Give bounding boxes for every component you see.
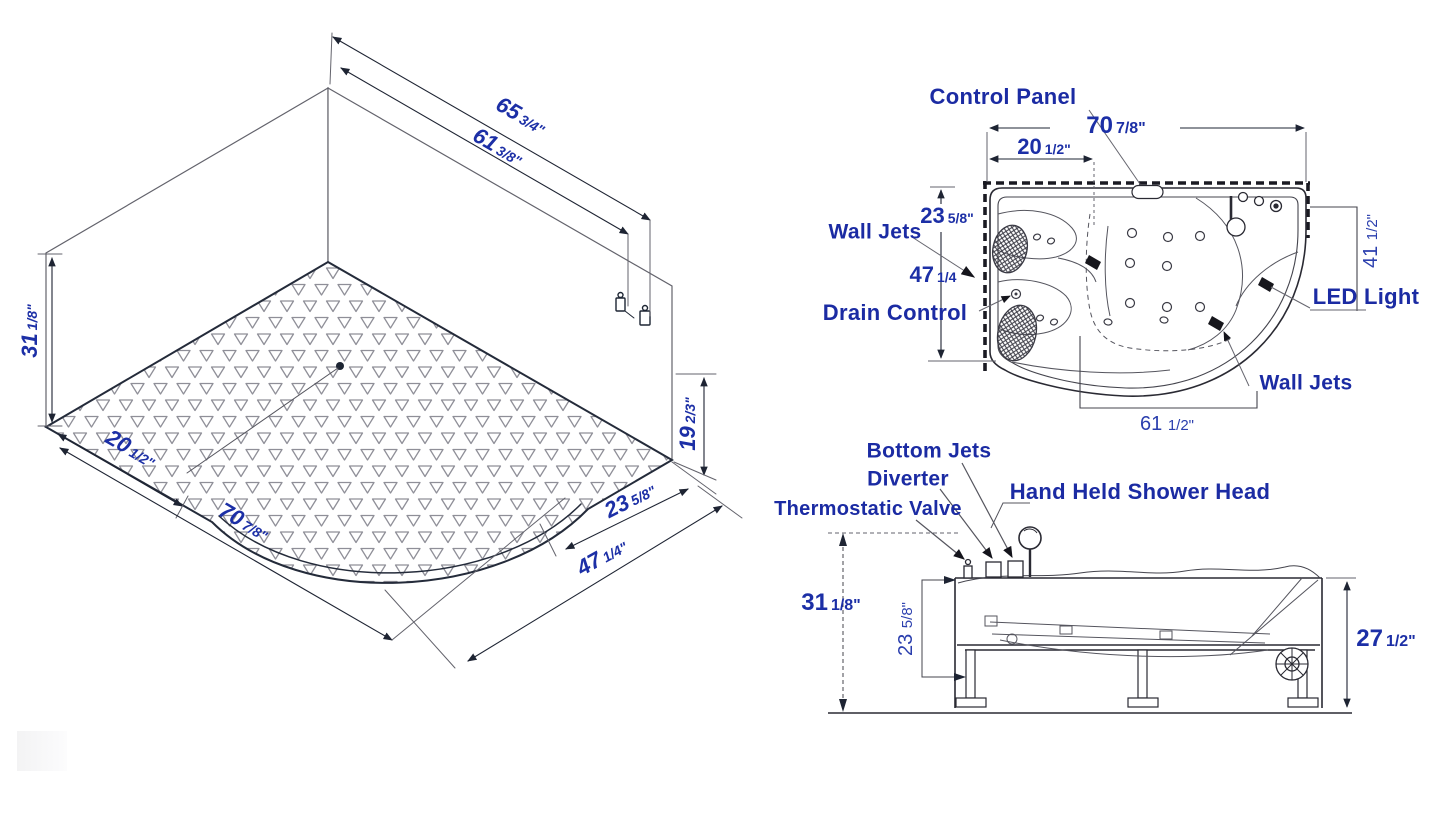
dim-19-ticks [673,373,717,481]
side-rim-wave [957,565,1321,584]
topdim-41-bracket [1310,206,1358,311]
label-shower-head: Hand Held Shower Head [1009,479,1271,504]
jet-nozzle-icons [1085,255,1274,331]
leader-shower-head [990,502,1030,529]
leader-led-light [1270,286,1366,311]
pump-icon [1275,647,1309,681]
internal-plumbing [984,577,1319,658]
dim-31-ticks [37,253,63,427]
label-diverter: Diverter [867,467,949,491]
deck-fixtures [963,526,1042,579]
topdim-61-bracket [1079,336,1258,409]
diverter-knob-icon [985,561,1002,578]
top-interior-contours [997,197,1299,374]
sidedim-23-bracket [921,579,960,678]
dim-47-ext [384,485,743,669]
dim-61-line [340,67,629,235]
label-wall-jets-left: Wall Jets [828,220,922,244]
top-dim-41: 41 1/2" [1360,214,1382,268]
label-bottom-jets: Bottom Jets [866,439,992,463]
topdim-70-ext [986,132,1307,182]
top-tub-outline [989,187,1307,397]
side-tub-outline [954,577,1323,708]
bottom-jets-knob-icon [1007,560,1024,578]
iso-view [37,32,743,669]
faucet-cluster [1226,191,1283,237]
leader-drain-control [978,295,1011,312]
dim-47-line [467,505,723,662]
leader-thermostatic [915,519,965,560]
top-view [911,109,1366,409]
leader-bottom-jets [961,462,1013,559]
side-dim-23: 23 5/8" [895,602,917,656]
label-wall-jets-bottom: Wall Jets [1259,371,1353,395]
leader-wall-jets-bottom [1223,331,1250,387]
leader-control-panel [1088,109,1141,185]
wall-valve-icons [615,291,651,326]
iso-dim-31: 311/8" [17,304,42,358]
top-tub-rim [997,196,1299,389]
label-led-light: LED Light [1312,284,1420,309]
side-view [828,462,1356,714]
topdim-23-ticks [928,186,996,362]
label-drain-control: Drain Control [822,300,968,325]
label-thermostatic-valve: Thermostatic Valve [774,498,962,520]
watermark-box [17,731,67,771]
pillow-bottom [996,304,1038,362]
leader-wall-jets-left [911,236,976,278]
jet-circles [1032,227,1206,326]
dim-70-line [59,447,393,641]
pillow-top [991,224,1029,274]
dim-65-ext [329,32,651,317]
label-control-panel: Control Panel [929,84,1077,109]
iso-dim-19: 192/3" [675,397,700,451]
control-panel-slot [1131,184,1164,200]
tub-legs [955,649,1319,708]
thermostatic-valve-icon [963,565,973,579]
sidedim-31-arrows [839,533,847,712]
drain-control-knob [1010,288,1022,300]
top-dim-61: 61 1/2" [1140,413,1194,435]
top-wall-edges [983,181,1310,372]
leader-diverter [939,488,993,559]
